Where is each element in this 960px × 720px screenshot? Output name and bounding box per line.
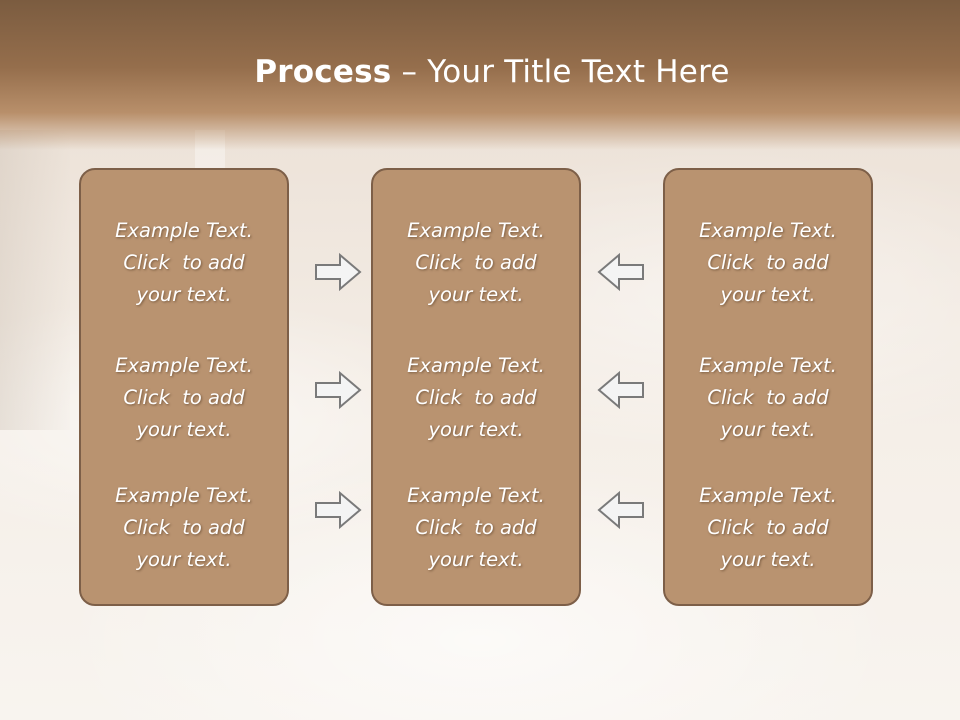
- title-bold: Process: [254, 54, 392, 90]
- text-line: Example Text.: [115, 354, 253, 377]
- text-placeholder[interactable]: Example Text. Click to add your text.: [81, 350, 287, 446]
- text-line: Example Text.: [115, 219, 253, 242]
- text-line: Click to add: [415, 516, 537, 539]
- text-placeholder[interactable]: Example Text. Click to add your text.: [665, 350, 871, 446]
- arrow-left-icon: [597, 490, 644, 530]
- text-line: your text.: [136, 283, 232, 306]
- text-line: Click to add: [707, 516, 829, 539]
- text-line: Example Text.: [115, 484, 253, 507]
- title-rest: – Your Title Text Here: [391, 54, 730, 90]
- text-placeholder[interactable]: Example Text. Click to add your text.: [665, 480, 871, 576]
- text-line: your text.: [428, 283, 524, 306]
- text-line: your text.: [720, 418, 816, 441]
- title-bar: [0, 0, 960, 150]
- center-panel[interactable]: Example Text. Click to add your text. Ex…: [371, 168, 581, 606]
- text-line: Example Text.: [407, 484, 545, 507]
- text-placeholder[interactable]: Example Text. Click to add your text.: [81, 215, 287, 311]
- slide-title[interactable]: Process – Your Title Text Here: [0, 54, 960, 90]
- text-line: Click to add: [707, 386, 829, 409]
- text-line: Example Text.: [407, 219, 545, 242]
- left-panel[interactable]: Example Text. Click to add your text. Ex…: [79, 168, 289, 606]
- text-placeholder[interactable]: Example Text. Click to add your text.: [373, 480, 579, 576]
- arrow-left-icon: [597, 252, 644, 292]
- text-line: Example Text.: [699, 354, 837, 377]
- text-placeholder[interactable]: Example Text. Click to add your text.: [373, 215, 579, 311]
- arrow-right-icon: [315, 370, 362, 410]
- background-bedpost: [0, 130, 70, 430]
- text-line: Click to add: [123, 251, 245, 274]
- text-line: Click to add: [123, 516, 245, 539]
- text-line: Example Text.: [699, 484, 837, 507]
- text-placeholder[interactable]: Example Text. Click to add your text.: [373, 350, 579, 446]
- text-line: Click to add: [415, 251, 537, 274]
- text-line: Click to add: [415, 386, 537, 409]
- text-line: your text.: [720, 283, 816, 306]
- text-line: your text.: [720, 548, 816, 571]
- arrow-left-icon: [597, 370, 644, 410]
- text-line: your text.: [428, 418, 524, 441]
- text-line: Example Text.: [699, 219, 837, 242]
- text-line: your text.: [136, 548, 232, 571]
- text-line: Click to add: [123, 386, 245, 409]
- text-placeholder[interactable]: Example Text. Click to add your text.: [81, 480, 287, 576]
- arrow-right-icon: [315, 490, 362, 530]
- text-line: your text.: [136, 418, 232, 441]
- text-line: Example Text.: [407, 354, 545, 377]
- right-panel[interactable]: Example Text. Click to add your text. Ex…: [663, 168, 873, 606]
- text-line: your text.: [428, 548, 524, 571]
- text-placeholder[interactable]: Example Text. Click to add your text.: [665, 215, 871, 311]
- arrow-right-icon: [315, 252, 362, 292]
- text-line: Click to add: [707, 251, 829, 274]
